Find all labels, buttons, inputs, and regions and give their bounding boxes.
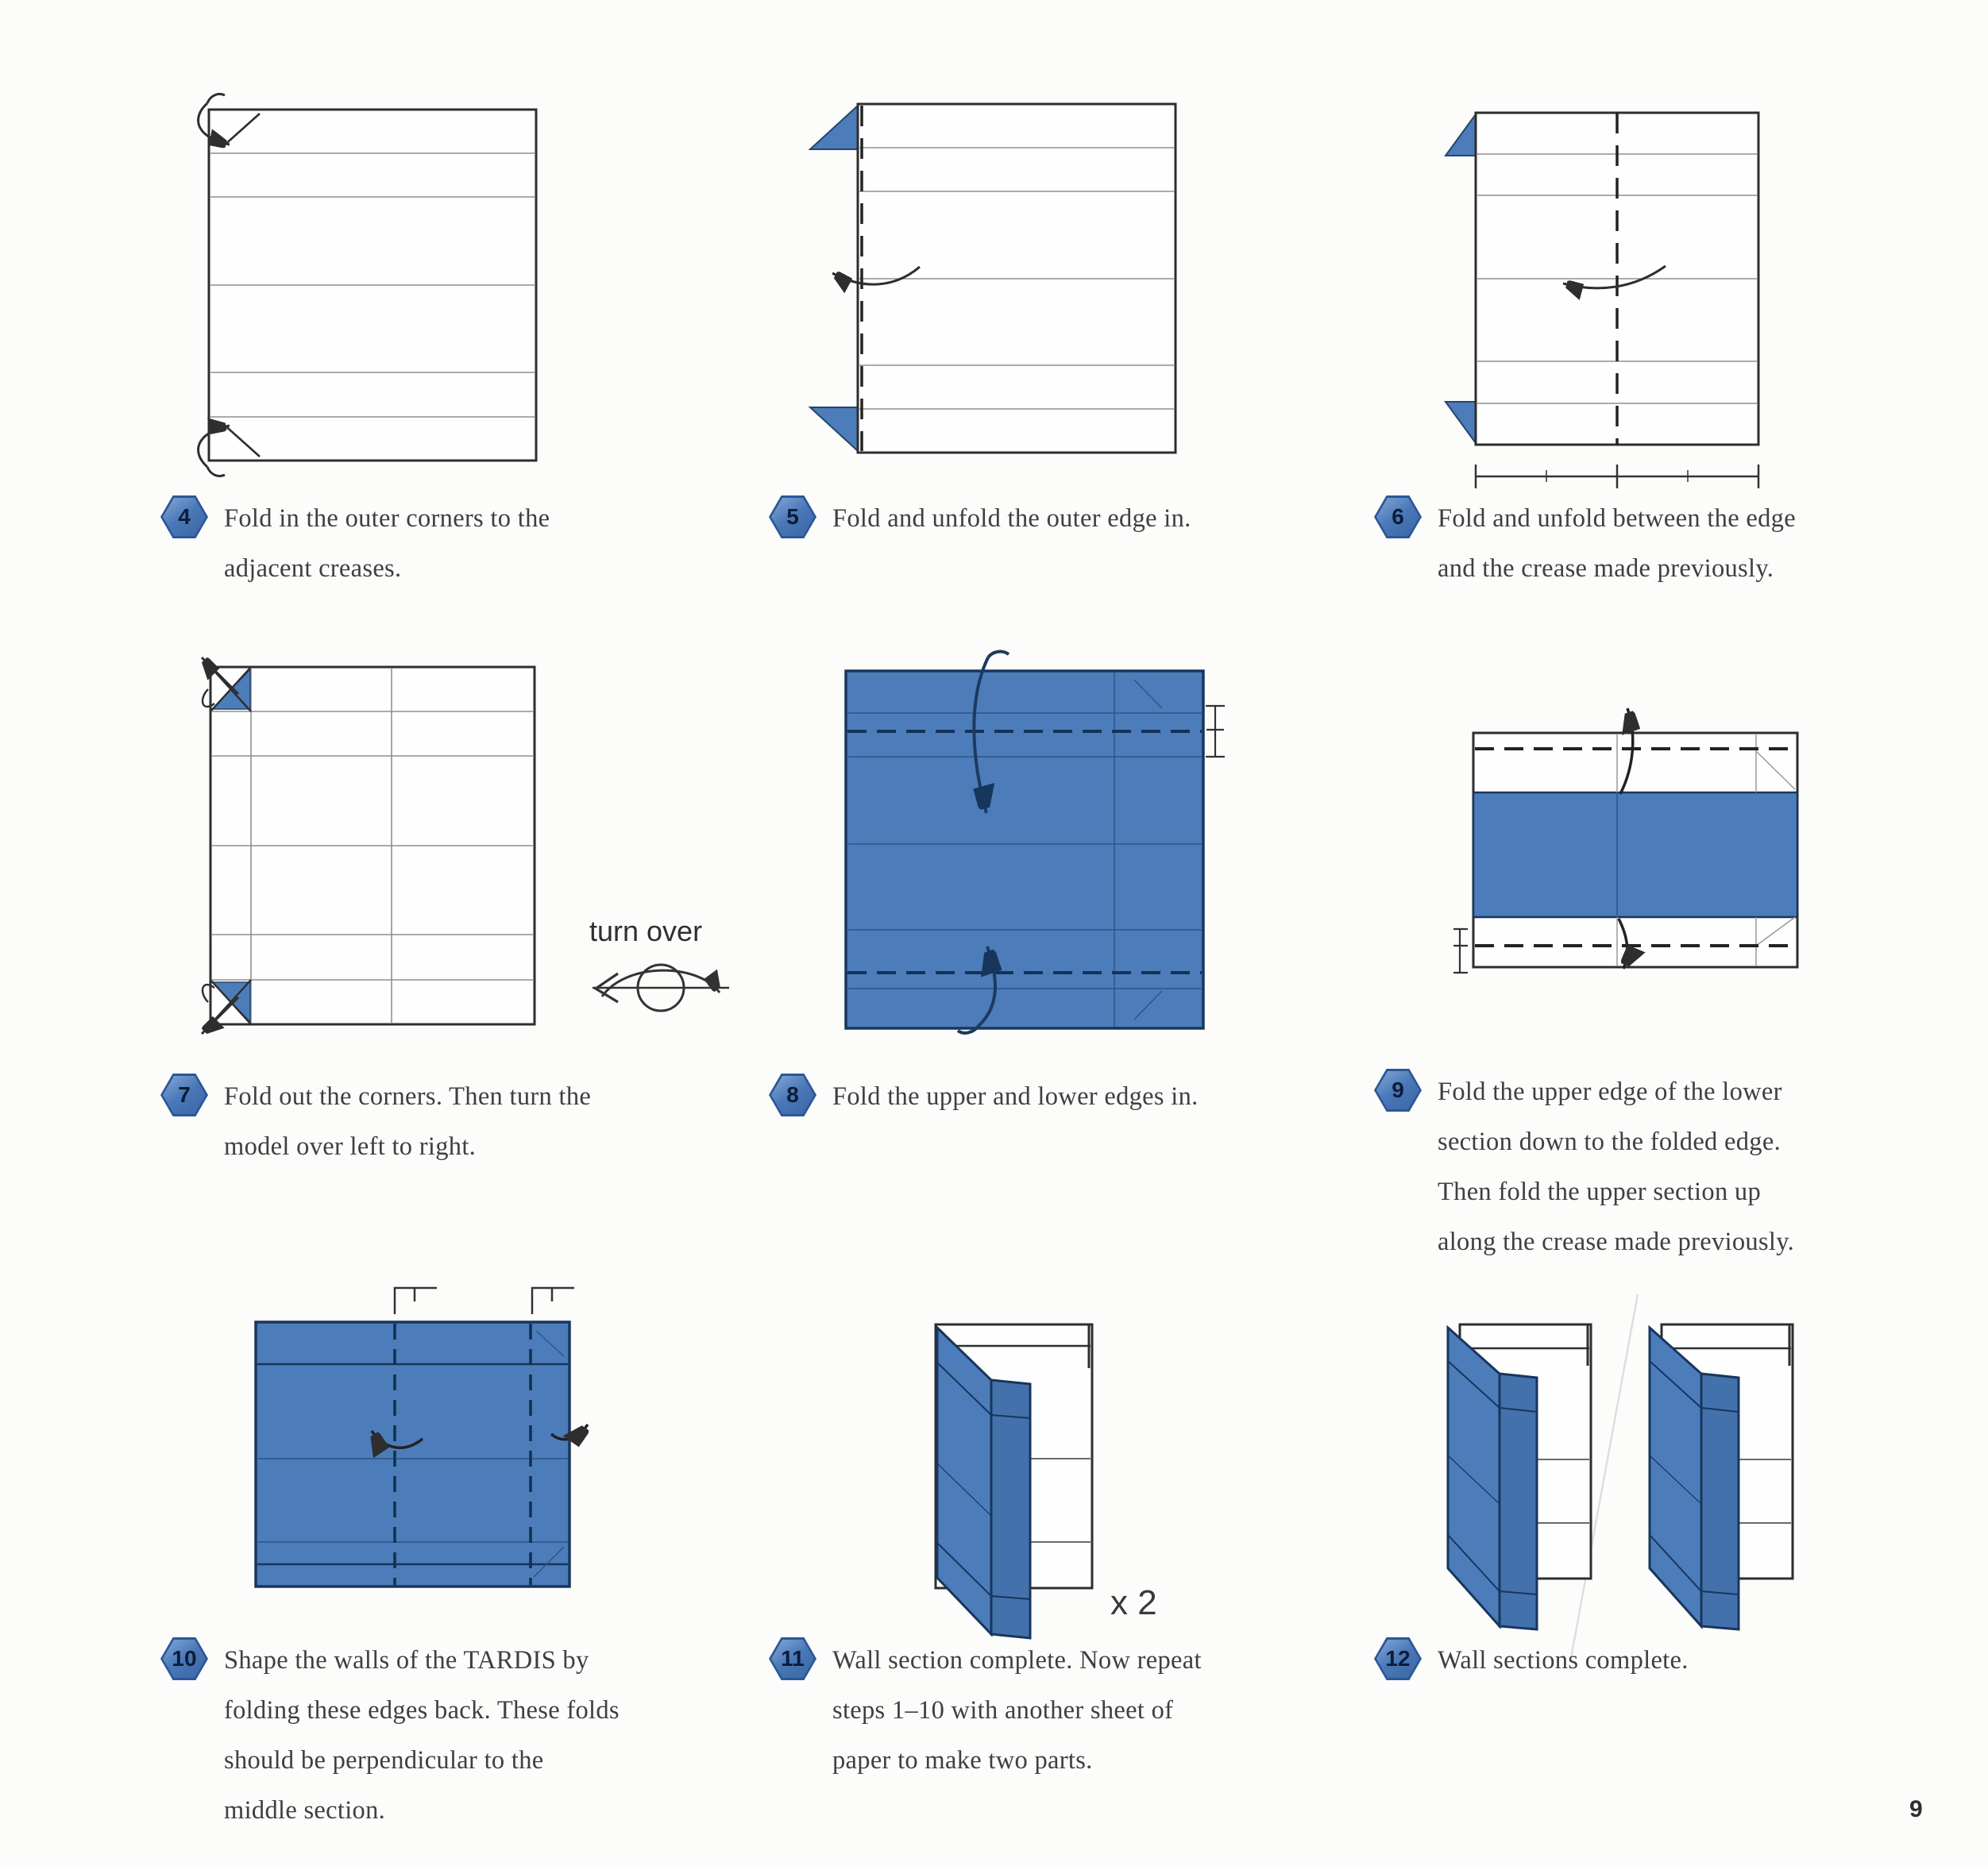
crease-lines	[212, 669, 533, 1023]
step4-diagram	[197, 92, 538, 478]
scan-artifact-line	[1569, 1293, 1639, 1659]
step12-diagram	[1446, 1293, 1794, 1659]
dimension-line	[1474, 465, 1760, 488]
fold-arrows	[956, 650, 1010, 1035]
step-7-badge: 7	[160, 1074, 208, 1116]
fold-out-arrow-bottom	[200, 996, 240, 1034]
step-5-caption: 5 Fold and unfold the outer edge in.	[769, 494, 1341, 544]
unfold-arrow	[832, 265, 921, 284]
fold-arrows	[1617, 707, 1633, 969]
step-4-badge: 4	[160, 495, 208, 538]
front-panel-bands	[936, 1362, 1031, 1600]
step-number: 10	[163, 1640, 206, 1678]
step6-diagram	[1444, 111, 1760, 488]
step-instruction: Wall sections complete.	[1438, 1646, 1689, 1675]
step-number: 11	[771, 1640, 814, 1678]
step10-diagram	[254, 1286, 687, 1588]
step-instruction: Fold out the corners. Then turn the mode…	[224, 1082, 592, 1161]
crease-lines	[859, 147, 1174, 410]
paper-wall-colored	[254, 1320, 571, 1588]
crease-lines	[847, 673, 1202, 1027]
crease-lines	[1477, 153, 1757, 404]
step-instruction: Wall section complete. Now repeat steps …	[832, 1646, 1202, 1775]
paper-square	[856, 102, 1177, 454]
step-9-badge: 9	[1374, 1069, 1422, 1112]
repeat-count-label: x 2	[1110, 1583, 1157, 1622]
fold-unfold-arrow	[1562, 264, 1666, 288]
back-panel-creases	[937, 1324, 1091, 1543]
step-5-badge: 5	[769, 495, 816, 538]
fold-out-arrow-top	[202, 656, 240, 696]
crease-lines	[1616, 734, 1796, 966]
step-9-caption: 9 Fold the upper edge of the lower secti…	[1374, 1067, 1807, 1267]
step-11-caption: 11 Wall section complete. Now repeat ste…	[769, 1636, 1214, 1786]
step-6-badge: 6	[1374, 495, 1422, 538]
step-instruction: Shape the walls of the TARDIS by folding…	[224, 1646, 620, 1825]
step-7-caption: 7 Fold out the corners. Then turn the mo…	[160, 1072, 605, 1172]
step5-diagram	[808, 102, 1177, 454]
fold-arrows	[197, 92, 261, 478]
wall-back-panel	[934, 1323, 1094, 1590]
page-number: 9	[1909, 1796, 1923, 1822]
folded-corner-bottom	[808, 407, 859, 453]
step11-diagram	[934, 1323, 1094, 1640]
middle-band-colored	[1472, 791, 1799, 919]
turn-over-label: turn over	[589, 915, 703, 947]
step-8-caption: 8 Fold the upper and lower edges in.	[769, 1072, 1341, 1122]
wall-side-panel	[990, 1378, 1032, 1640]
step-number: 4	[163, 498, 206, 536]
paper-square	[209, 665, 536, 1026]
step-10-badge: 10	[160, 1637, 208, 1680]
step-number: 5	[771, 498, 814, 536]
step-instruction: Fold the upper edge of the lower section…	[1438, 1078, 1795, 1256]
corner-creases-top	[210, 666, 252, 712]
folded-corner-top	[1444, 111, 1477, 156]
step-8-badge: 8	[769, 1074, 816, 1116]
wall-unit-2	[1648, 1323, 1794, 1631]
paper-square	[1474, 111, 1760, 446]
step8-diagram	[844, 650, 1225, 1035]
step-number: 8	[771, 1076, 814, 1114]
crease-lines	[210, 152, 535, 418]
paper-square	[207, 108, 538, 462]
paper-outline	[1472, 731, 1799, 969]
wall-front-panel	[936, 1324, 993, 1637]
fold-back-arrows	[372, 1425, 588, 1448]
step-number: 12	[1376, 1640, 1419, 1678]
step-10-caption: 10 Shape the walls of the TARDIS by fold…	[160, 1636, 621, 1836]
step-instruction: Fold in the outer corners to the adjacen…	[224, 504, 550, 583]
step-4-caption: 4 Fold in the outer corners to the adjac…	[160, 494, 581, 594]
step-instruction: Fold and unfold the outer edge in.	[832, 504, 1191, 533]
perpendicular-marks	[393, 1286, 574, 1314]
equal-spacing-mark	[1453, 927, 1468, 974]
turn-over-icon	[593, 963, 729, 1012]
crease-lines	[257, 1330, 568, 1578]
corner-creases-bottom	[210, 979, 252, 1025]
arrow-curl-bottom	[201, 983, 215, 1003]
step-number: 6	[1376, 498, 1419, 536]
arrow-curl-top	[201, 688, 215, 708]
unfolding-corner-top	[210, 668, 251, 710]
band-lines	[257, 1363, 568, 1566]
paper-square-colored	[844, 669, 1205, 1030]
step-12-badge: 12	[1374, 1637, 1422, 1680]
equal-spacing-mark	[1206, 704, 1225, 758]
unfolding-corner-bottom	[210, 981, 251, 1024]
step-12-caption: 12 Wall sections complete.	[1374, 1636, 1866, 1686]
step-number: 7	[163, 1076, 206, 1114]
wall-unit-1	[1446, 1323, 1592, 1631]
step-instruction: Fold the upper and lower edges in.	[832, 1082, 1199, 1111]
step9-diagram	[1453, 707, 1799, 974]
step-instruction: Fold and unfold between the edge and the…	[1438, 504, 1796, 583]
step-number: 9	[1376, 1071, 1419, 1109]
folded-corner-top	[808, 103, 859, 150]
step-6-caption: 6 Fold and unfold between the edge and t…	[1374, 494, 1819, 594]
step7-diagram	[183, 656, 536, 1069]
folded-corner-bottom	[1444, 401, 1477, 446]
step-11-badge: 11	[769, 1637, 816, 1680]
